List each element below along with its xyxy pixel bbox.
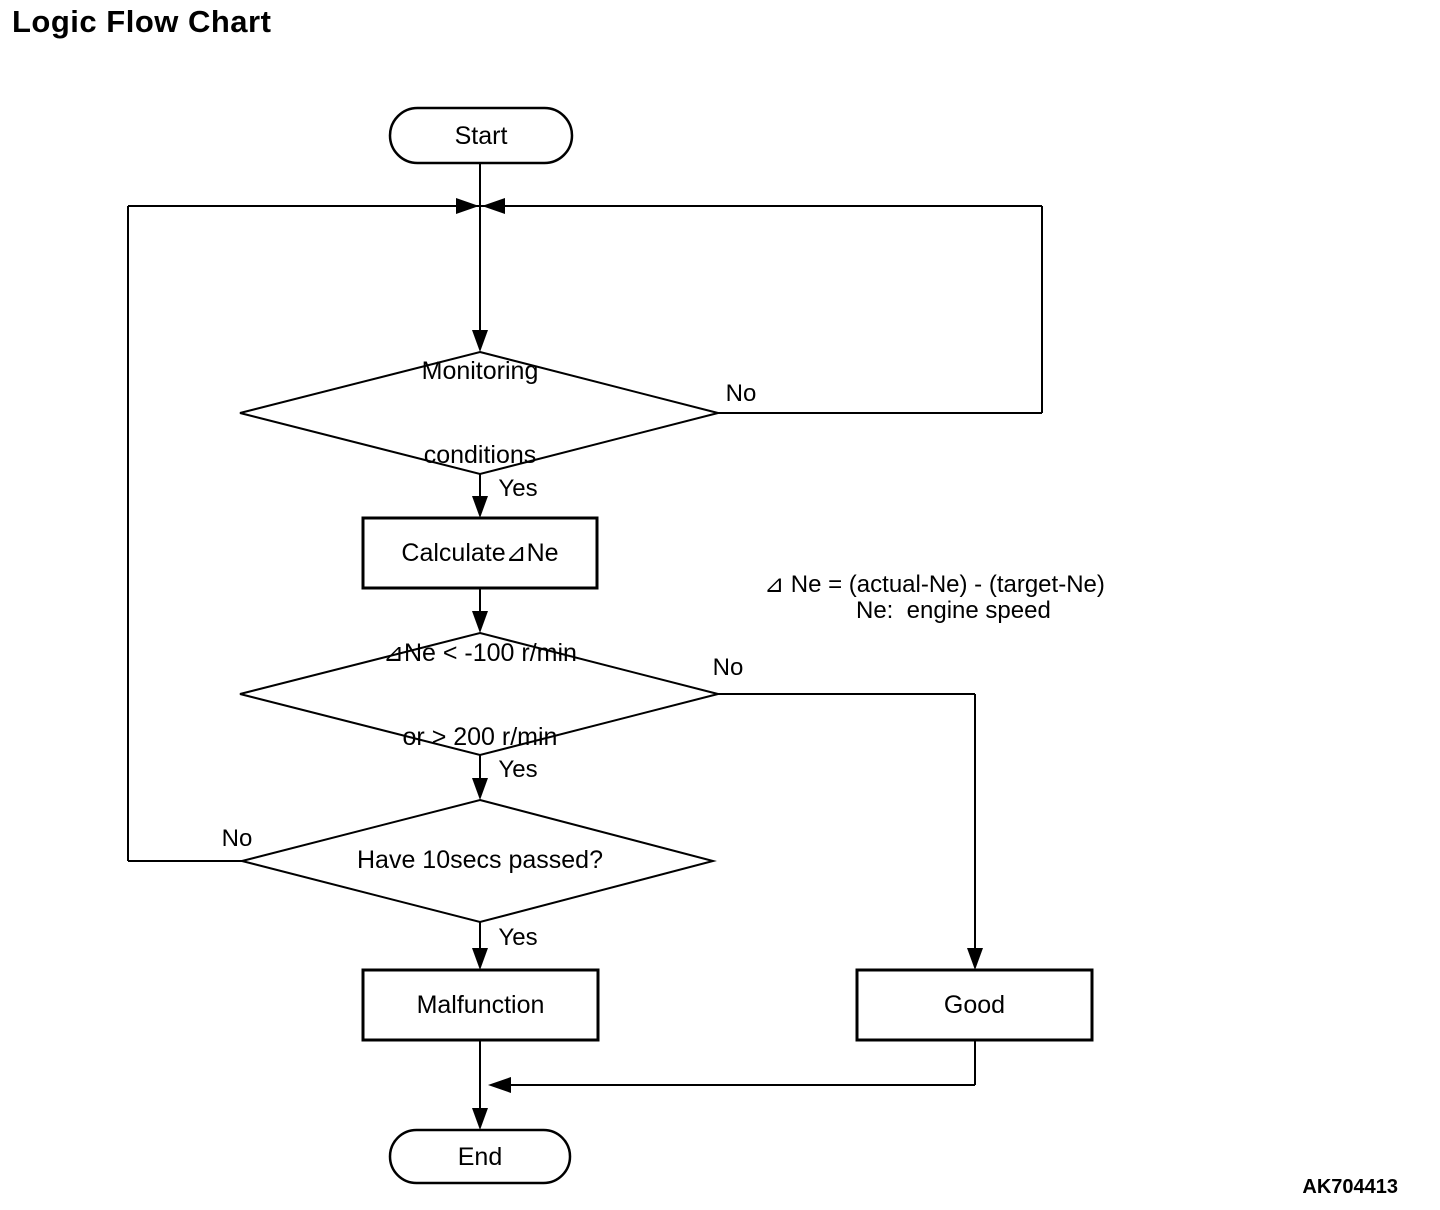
arrowhead-junction-from-left (456, 198, 479, 214)
delta-label-line1: ⊿Ne < -100 r/min (383, 639, 577, 667)
malfunction-node-label: Malfunction (416, 991, 545, 1019)
start-terminator-shape (388, 106, 574, 165)
arrowhead-into-monitoring (472, 330, 488, 352)
calculate-process-shape (361, 516, 599, 590)
arrowhead-into-good (967, 948, 983, 970)
arrowhead-merge-left (488, 1077, 511, 1093)
good-process-shape (855, 968, 1094, 1042)
tensecs-no-label: No (221, 825, 253, 852)
monitoring-no-label: No (725, 380, 757, 407)
good-node-label: Good (943, 991, 1006, 1019)
tensecs-node-label: Have 10secs passed? (357, 846, 603, 874)
arrowhead-into-tensecs (472, 778, 488, 800)
malfunction-process-shape (361, 968, 600, 1042)
monitoring-yes-label: Yes (498, 475, 538, 502)
arrowhead-into-end (472, 1108, 488, 1130)
end-terminator-shape (388, 1128, 572, 1185)
calculate-node-label: Calculate⊿Ne (401, 539, 559, 567)
page-title: Logic Flow Chart (12, 4, 272, 39)
monitoring-label-line1: Monitoring (421, 357, 539, 385)
tensecs-decision-shape (241, 798, 717, 924)
monitoring-decision-shape (239, 350, 719, 476)
delta-label-line2: or > 200 r/min (402, 723, 558, 751)
delta-yes-label: Yes (498, 756, 538, 783)
end-node-label: End (457, 1142, 503, 1171)
delta-node-label: ⊿Ne < -100 r/min or > 200 r/min (330, 639, 630, 751)
monitoring-label-line2: conditions (423, 441, 537, 469)
start-node-label: Start (454, 121, 508, 150)
arrowhead-into-delta (472, 611, 488, 633)
figure-id: AK704413 (1302, 1176, 1398, 1198)
delta-decision-shape (239, 631, 719, 757)
annotation-formula: ⊿ Ne = (actual-Ne) - (target-Ne) (764, 571, 1105, 598)
arrowhead-junction-from-right (482, 198, 505, 214)
monitoring-node-label: Monitoring conditions (340, 357, 620, 469)
arrowhead-into-malfunction (472, 948, 488, 970)
tensecs-yes-label: Yes (498, 924, 538, 951)
annotation-definition: Ne: engine speed (856, 597, 1051, 624)
delta-no-label: No (712, 654, 744, 681)
arrowhead-into-calculate (472, 496, 488, 518)
